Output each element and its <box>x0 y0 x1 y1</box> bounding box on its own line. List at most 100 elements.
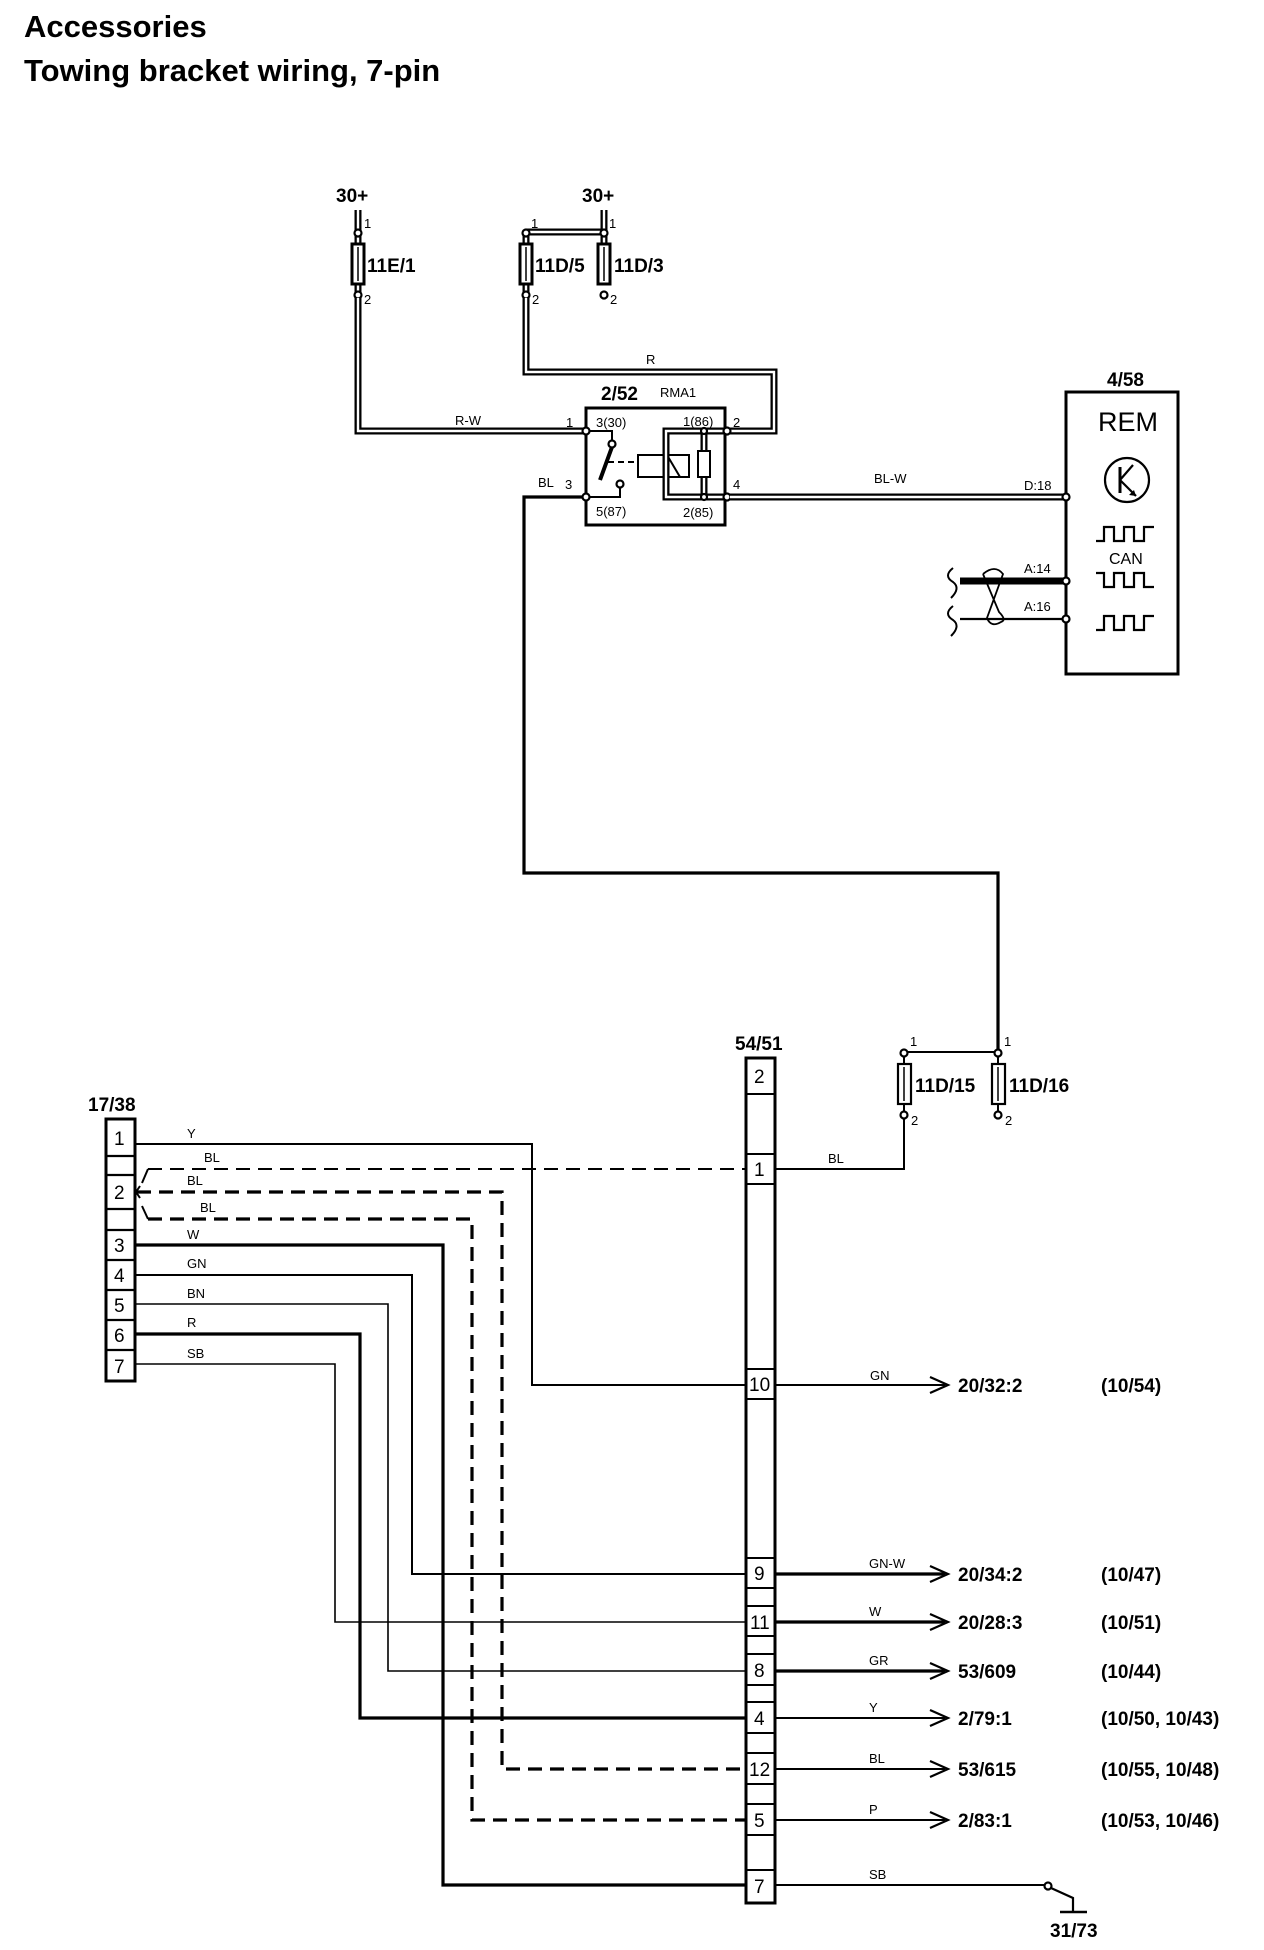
socket-pin: 5 <box>114 1296 125 1317</box>
wire-color-label: W <box>869 1604 882 1619</box>
wire-color-label: BL <box>187 1173 203 1188</box>
wire-color-label: SB <box>187 1346 204 1361</box>
output-row: W 20/28:3 (10/51) <box>775 1604 1161 1634</box>
connector-54-51: 54/51 2 1 10 9 11 8 4 12 <box>735 1034 783 1905</box>
output-row: BL 53/615 (10/55, 10/48) <box>775 1751 1219 1781</box>
output-row: P 2/83:1 (10/53, 10/46) <box>775 1802 1219 1832</box>
fuse-label: 11D/16 <box>1009 1076 1069 1097</box>
fuse-label: 11D/3 <box>614 256 664 277</box>
pin-label: 1 <box>609 216 616 231</box>
output-row: GR 53/609 (10/44) <box>775 1653 1161 1683</box>
pin-label: 2 <box>1005 1113 1012 1128</box>
module-pin-label: D:18 <box>1024 478 1051 493</box>
wire-color-label: BL <box>869 1751 885 1766</box>
relay-pin-label: 2 <box>733 415 740 430</box>
relay-terminal-30: 3(30) <box>596 415 626 430</box>
pin-label: 1 <box>910 1034 917 1049</box>
connector-pin: 8 <box>754 1661 765 1682</box>
pin-label: 2 <box>911 1113 918 1128</box>
pin-label: 2 <box>364 292 371 307</box>
connector-outputs: GN 20/32:2 (10/54) GN-W 20/34:2 (10/47) … <box>775 1368 1219 1942</box>
transistor-icon <box>1103 456 1151 504</box>
fuse-11D-16: 1 2 11D/16 <box>990 1034 1069 1128</box>
module-body <box>1064 390 1180 676</box>
wire-color-label: R <box>646 352 655 367</box>
pin-label: 2 <box>610 292 617 307</box>
can-bus-label: CAN <box>1109 551 1143 568</box>
module-rem-4-58: 4/58 REM CAN D:18 A:14 A:16 <box>1024 370 1180 676</box>
connector-pin: 7 <box>754 1877 765 1898</box>
pin-label: 1 <box>1004 1034 1011 1049</box>
socket-17-38: 17/38 1 2 3 4 5 6 7 <box>88 1095 137 1383</box>
wire-color-label: BL <box>538 475 554 490</box>
arrow-icon <box>929 1708 951 1728</box>
output-row: GN 20/32:2 (10/54) <box>775 1368 1161 1397</box>
wire-r: R <box>522 298 778 435</box>
relay-label: 2/52 <box>601 384 638 405</box>
fuse-11D-15: 1 2 11D/15 <box>896 1034 976 1128</box>
wire-color-label: Y <box>869 1700 878 1715</box>
wire-color-label: BL <box>204 1150 220 1165</box>
fuse-11D-5: 1 2 11D/5 <box>518 216 585 307</box>
wire-color-label: R-W <box>455 413 482 428</box>
page-reference: (10/47) <box>1101 1565 1161 1586</box>
arrow-icon <box>929 1810 951 1830</box>
relay-terminal-85: 2(85) <box>683 505 713 520</box>
relay-terminal-87: 5(87) <box>596 504 626 519</box>
supply-right: 30+ <box>582 186 614 232</box>
ground-31-73: SB 31/73 <box>775 1867 1098 1942</box>
pin-label: 1 <box>531 216 538 231</box>
output-row: GN-W 20/34:2 (10/47) <box>775 1556 1161 1586</box>
arrow-icon <box>929 1375 951 1395</box>
supply-label-30plus: 30+ <box>336 186 368 207</box>
page-reference: (10/53, 10/46) <box>1101 1811 1219 1832</box>
diagram-category: Accessories <box>24 9 207 44</box>
destination-label: 20/32:2 <box>958 1376 1022 1397</box>
connector-label: 54/51 <box>735 1034 783 1055</box>
wire-color-label: R <box>187 1315 196 1330</box>
relay-name: RMA1 <box>660 385 696 400</box>
destination-label: 2/83:1 <box>958 1811 1012 1832</box>
page-reference: (10/50, 10/43) <box>1101 1709 1219 1730</box>
socket-pin: 2 <box>114 1183 125 1204</box>
arrow-icon <box>929 1661 951 1681</box>
socket-pin: 7 <box>114 1357 125 1378</box>
connector-pin: 1 <box>754 1160 765 1181</box>
wire-bl-w: BL-W <box>730 471 1064 501</box>
module-pin-label: A:16 <box>1024 599 1051 614</box>
connector-pin: 2 <box>754 1067 765 1088</box>
connector-pin: 12 <box>749 1760 770 1781</box>
destination-label: 2/79:1 <box>958 1709 1012 1730</box>
wire-color-label: P <box>869 1802 878 1817</box>
wire-color-label: BN <box>187 1286 205 1301</box>
relay-pin-label: 4 <box>733 477 740 492</box>
relay-pin-label: 1 <box>566 415 573 430</box>
page-reference: (10/51) <box>1101 1613 1161 1634</box>
module-label: 4/58 <box>1107 370 1144 391</box>
socket-pin: 3 <box>114 1236 125 1257</box>
module-name: REM <box>1098 407 1158 437</box>
supply-left: 30+ <box>336 186 368 232</box>
wire-color-label: W <box>187 1227 200 1242</box>
wire-color-label: BL <box>828 1151 844 1166</box>
page-reference: (10/44) <box>1101 1662 1161 1683</box>
wire-color-label: GN-W <box>869 1556 906 1571</box>
module-pin-label: A:14 <box>1024 561 1051 576</box>
destination-label: 53/615 <box>958 1760 1017 1781</box>
wire-bl-relay: BL <box>522 475 1000 1052</box>
wire-color-label: GN <box>187 1256 207 1271</box>
pin-label: 1 <box>364 216 371 231</box>
relay-pin-label: 3 <box>565 477 572 492</box>
socket-wires: Y BL BL BL W GN BN R SB <box>134 1126 746 1887</box>
wire-color-label: BL-W <box>874 471 907 486</box>
wire-bl-fuse: BL <box>776 1118 905 1170</box>
page-reference: (10/55, 10/48) <box>1101 1760 1219 1781</box>
can-twisted-pair <box>947 567 1071 637</box>
connector-pin: 11 <box>750 1613 770 1634</box>
pin-label: 2 <box>532 292 539 307</box>
wire-color-label: SB <box>869 1867 886 1882</box>
diagram-title: Towing bracket wiring, 7-pin <box>24 53 441 88</box>
connector-pin: 4 <box>754 1709 765 1730</box>
page-reference: (10/54) <box>1101 1376 1161 1397</box>
